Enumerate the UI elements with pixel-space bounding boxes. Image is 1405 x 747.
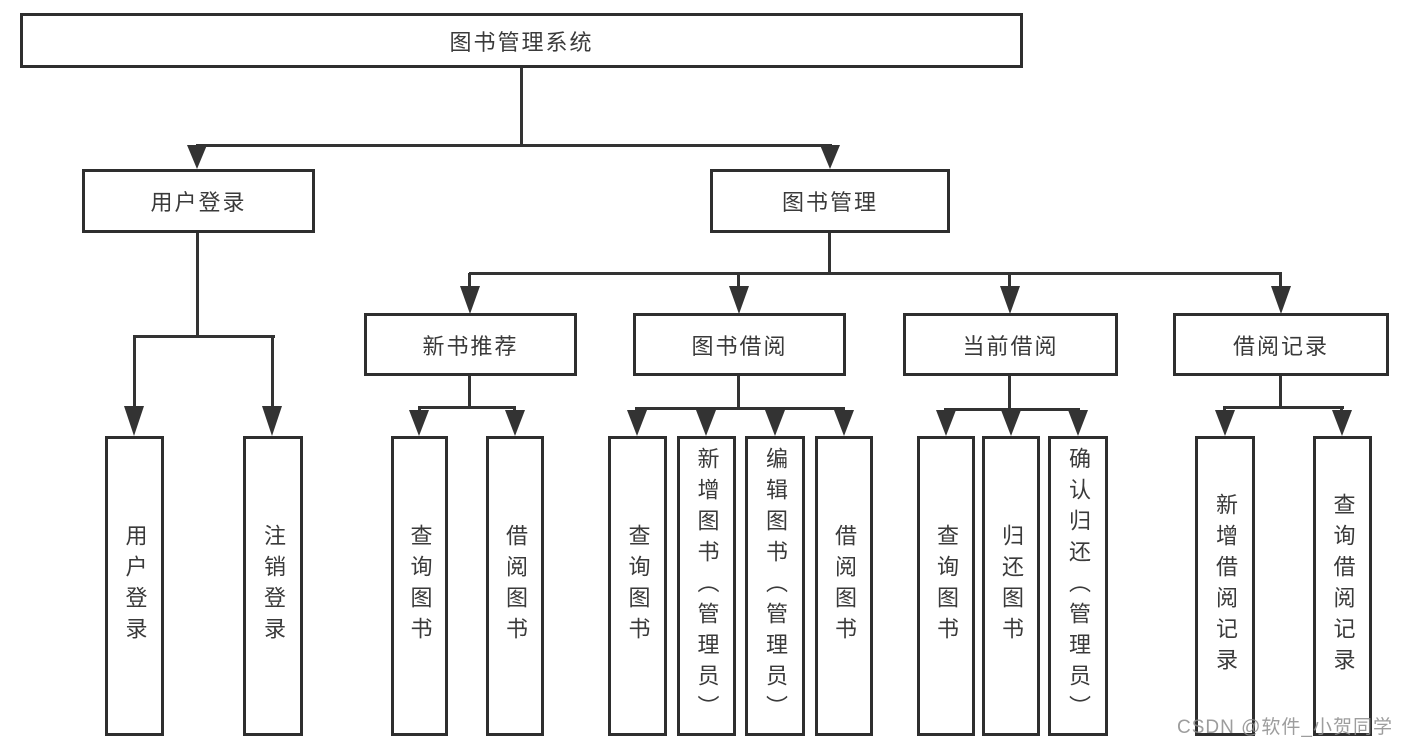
- arrowhead-to-leaf-borrow-books-2: [834, 410, 854, 436]
- leaf-user-login: 用户登录: [105, 436, 164, 736]
- arrowhead-to-borrow-records: [1271, 286, 1291, 314]
- leaf-add-borrow-record: 新增借阅记录: [1195, 436, 1255, 736]
- arrowhead-to-leaf-confirm-return: [1068, 410, 1088, 436]
- connector-drop: [842, 407, 845, 412]
- connector-drop: [271, 335, 274, 406]
- connector-drop: [704, 407, 707, 412]
- connector-drop: [1223, 406, 1226, 412]
- node-current-borrow: 当前借阅: [903, 313, 1118, 376]
- connector-drop: [773, 407, 776, 412]
- arrowhead-to-new-book-recommend: [460, 286, 480, 314]
- leaf-user-login-label: 用户登录: [122, 524, 148, 648]
- connector-new-book-recommend-bar: [418, 406, 516, 409]
- connector-book-borrow-bar: [636, 407, 845, 410]
- node-user-login-label: 用户登录: [150, 190, 247, 215]
- connector-drop: [513, 406, 516, 412]
- connector-new-book-recommend-stub: [468, 376, 471, 409]
- leaf-return-books: 归还图书: [982, 436, 1040, 736]
- leaf-edit-book-admin: 编辑图书（管理员）: [745, 436, 805, 736]
- connector-drop: [737, 273, 740, 288]
- leaf-confirm-return-admin: 确认归还（管理员）: [1048, 436, 1108, 736]
- leaf-query-borrow-record: 查询借阅记录: [1313, 436, 1372, 736]
- connector-drop: [133, 335, 136, 406]
- arrowhead-to-leaf-add-book: [696, 410, 716, 436]
- node-borrow-records-label: 借阅记录: [1232, 333, 1329, 359]
- connector-drop: [418, 406, 421, 412]
- node-new-book-recommend-label: 新书推荐: [422, 333, 519, 359]
- node-book-management-label: 图书管理: [781, 190, 878, 215]
- connector-root-bar: [196, 144, 832, 147]
- node-book-borrow-label: 图书借阅: [691, 333, 788, 359]
- arrowhead-to-leaf-user-login: [124, 406, 144, 436]
- leaf-borrow-books-2: 借阅图书: [815, 436, 873, 736]
- connector-current-borrow-stub: [1008, 376, 1011, 411]
- node-book-management: 图书管理: [710, 169, 950, 233]
- arrowhead-to-leaf-logout: [262, 406, 282, 436]
- node-user-login: 用户登录: [82, 169, 315, 233]
- arrowhead-to-leaf-edit-book: [765, 410, 785, 436]
- connector-drop: [635, 407, 638, 412]
- connector-drop: [1008, 273, 1011, 288]
- node-current-borrow-label: 当前借阅: [962, 333, 1059, 359]
- connector-book-management-stub: [828, 233, 831, 275]
- watermark: CSDN @软件_小贺同学: [1177, 717, 1393, 738]
- arrowhead-to-current-borrow: [1000, 286, 1020, 314]
- arrowhead-to-book-management: [820, 145, 840, 169]
- leaf-borrow-books-1-label: 借阅图书: [503, 524, 528, 648]
- connector-drop: [1279, 273, 1282, 288]
- arrowhead-to-leaf-add-borrow-record: [1215, 410, 1235, 436]
- leaf-confirm-return-admin-label: 确认归还（管理员）: [1066, 446, 1091, 726]
- arrowhead-to-user-login: [187, 145, 207, 169]
- arrowhead-to-leaf-query-borrow-record: [1332, 410, 1352, 436]
- connector-drop: [1340, 406, 1343, 412]
- node-root-system-label: 图书管理系统: [449, 29, 594, 55]
- arrowhead-to-leaf-borrow-books-1: [505, 410, 525, 436]
- leaf-query-books-1-label: 查询图书: [407, 524, 433, 648]
- connector-book-management-bar: [469, 272, 1282, 275]
- leaf-add-book-admin: 新增图书（管理员）: [677, 436, 736, 736]
- arrowhead-to-book-borrow: [729, 286, 749, 314]
- connector-root-stub: [520, 68, 523, 147]
- leaf-logout-login-label: 注销登录: [261, 524, 286, 648]
- connector-borrow-records-bar: [1223, 406, 1344, 409]
- leaf-borrow-books-2-label: 借阅图书: [832, 524, 857, 648]
- leaf-add-borrow-record-label: 新增借阅记录: [1213, 493, 1238, 679]
- leaf-query-books-3: 查询图书: [917, 436, 975, 736]
- node-book-borrow: 图书借阅: [633, 313, 846, 376]
- leaf-query-borrow-record-label: 查询借阅记录: [1330, 493, 1356, 679]
- arrowhead-to-leaf-query-books-3: [936, 410, 956, 436]
- connector-user-login-bar: [133, 335, 275, 338]
- leaf-add-book-admin-label: 新增图书（管理员）: [694, 446, 720, 726]
- node-new-book-recommend: 新书推荐: [364, 313, 577, 376]
- arrowhead-to-leaf-return-books: [1001, 410, 1021, 436]
- arrowhead-to-leaf-query-books-1: [409, 410, 429, 436]
- connector-drop: [468, 273, 471, 288]
- connector-user-login-stub: [196, 233, 199, 338]
- leaf-edit-book-admin-label: 编辑图书（管理员）: [763, 446, 788, 726]
- leaf-borrow-books-1: 借阅图书: [486, 436, 544, 736]
- leaf-query-books-1: 查询图书: [391, 436, 448, 736]
- connector-borrow-records-stub: [1279, 376, 1282, 409]
- node-root-system: 图书管理系统: [20, 13, 1023, 68]
- leaf-query-books-2: 查询图书: [608, 436, 667, 736]
- leaf-return-books-label: 归还图书: [999, 524, 1024, 648]
- node-borrow-records: 借阅记录: [1173, 313, 1389, 376]
- leaf-query-books-2-label: 查询图书: [625, 524, 651, 648]
- leaf-logout-login: 注销登录: [243, 436, 303, 736]
- connector-current-borrow-bar: [944, 408, 1080, 411]
- connector-book-borrow-stub: [737, 376, 740, 410]
- leaf-query-books-3-label: 查询图书: [934, 524, 959, 648]
- arrowhead-to-leaf-query-books-2: [627, 410, 647, 436]
